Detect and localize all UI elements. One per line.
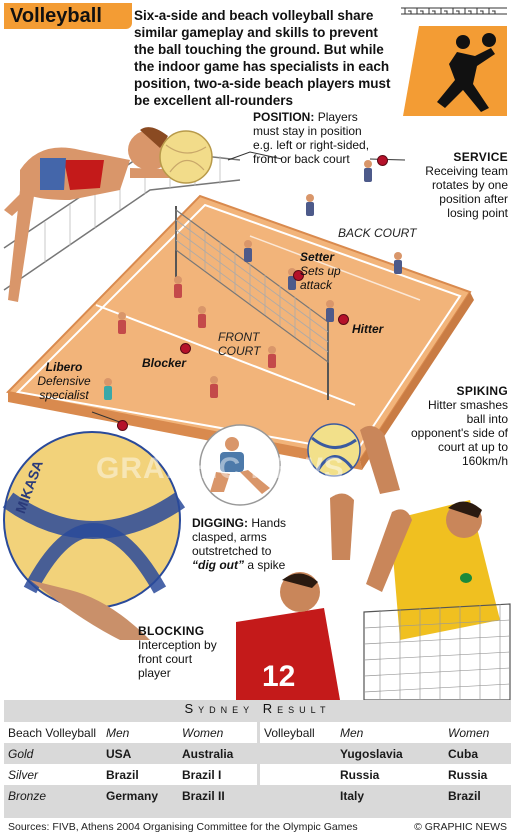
position-callout: POSITION: Players must stay in position … <box>253 110 373 166</box>
sources-text: Sources: FIVB, Athens 2004 Organising Co… <box>8 821 358 833</box>
blocking-heading: BLOCKING <box>138 624 205 638</box>
table-row: Gold USA Australia <box>4 743 257 764</box>
medal-cell: Gold <box>4 743 102 764</box>
blocker-figure <box>236 493 412 700</box>
libero-name: Libero <box>45 360 83 374</box>
indoor-women-header: Women <box>444 722 511 743</box>
blocker-label: Blocker <box>142 356 186 370</box>
table-cell: USA <box>102 743 178 764</box>
table-cell: Australia <box>178 743 257 764</box>
digging-text-1: Hands clasped, arms outstretched to <box>192 516 287 558</box>
table-row: Bronze Germany Brazil II <box>4 785 257 806</box>
beach-results: Beach Volleyball Men Women Gold USA Aust… <box>4 722 257 806</box>
digging-text-2: a spike <box>247 558 286 572</box>
service-callout: SERVICE Receiving team rotates by one po… <box>408 150 508 220</box>
digging-quote: “dig out” <box>192 558 244 572</box>
table-cell: Brazil <box>444 785 511 806</box>
court-players <box>104 160 402 400</box>
position-heading: POSITION: <box>253 110 315 124</box>
libero-marker <box>117 420 128 431</box>
blocking-text: Interception by front court player <box>138 638 217 680</box>
table-row: Beach Volleyball Men Women <box>4 722 257 743</box>
beach-women-header: Women <box>178 722 257 743</box>
libero-label: Libero Defensive specialist <box>24 360 104 402</box>
blocker-marker <box>180 343 191 354</box>
setter-name: Setter <box>300 250 335 264</box>
table-cell: Brazil <box>102 764 178 785</box>
hitter-name: Hitter <box>352 322 384 336</box>
page-title: Volleyball <box>10 5 102 27</box>
title-banner: Volleyball <box>4 3 132 29</box>
beach-player-figure <box>4 127 200 302</box>
service-heading: SERVICE <box>453 150 508 164</box>
table-cell: Brazil I <box>178 764 257 785</box>
digging-heading: DIGGING: <box>192 516 248 530</box>
table-cell: Russia <box>444 764 511 785</box>
blocker-name: Blocker <box>142 356 187 370</box>
setter-label: Setter Sets up attack <box>300 250 360 292</box>
indoor-men-header: Men <box>336 722 444 743</box>
table-row: Italy Brazil <box>260 785 511 806</box>
spiking-heading: SPIKING <box>456 384 508 398</box>
setter-desc: Sets up attack <box>300 264 341 292</box>
indoor-results: Volleyball Men Women Yugoslavia Cuba Rus… <box>260 722 511 806</box>
credit-text: © GRAPHIC NEWS <box>414 821 507 833</box>
table-cell: Russia <box>336 764 444 785</box>
table-row: Silver Brazil Brazil I <box>4 764 257 785</box>
result-heading: Sydney Result <box>184 701 331 716</box>
table-cell: Cuba <box>444 743 511 764</box>
digging-callout: DIGGING: Hands clasped, arms outstretche… <box>192 516 297 572</box>
beach-men-header: Men <box>102 722 178 743</box>
sydney-result-table: Sydney Result Beach Volleyball Men Women… <box>4 700 511 818</box>
net <box>175 206 329 400</box>
libero-desc: Defensive specialist <box>37 374 91 402</box>
table-cell: Brazil II <box>178 785 257 806</box>
table-row: Yugoslavia Cuba <box>260 743 511 764</box>
intro-text: Six-a-side and beach volleyball share si… <box>134 8 391 108</box>
spiker-figure <box>360 425 500 640</box>
back-court-label: BACK COURT <box>338 226 417 240</box>
beach-label: Beach Volleyball <box>4 722 102 743</box>
medal-cell: Bronze <box>4 785 102 806</box>
court-illustration <box>2 127 511 700</box>
indoor-label: Volleyball <box>260 722 336 743</box>
position-text: Players must stay in position e.g. left … <box>253 110 370 166</box>
service-marker <box>377 155 388 166</box>
jersey-number: 12 <box>262 660 296 693</box>
beach-ball <box>159 130 213 184</box>
service-text: Receiving team rotates by one position a… <box>425 164 508 220</box>
table-cell: Italy <box>336 785 444 806</box>
table-cell: Yugoslavia <box>336 743 444 764</box>
watermark: GRAPHIC NEWS <box>96 452 345 485</box>
hitter-marker <box>338 314 349 325</box>
spiking-callout: SPIKING Hitter smashes ball into opponen… <box>408 384 508 468</box>
front-court-label: FRONT COURT <box>218 330 261 358</box>
table-row: Russia Russia <box>260 764 511 785</box>
setter-marker <box>293 270 304 281</box>
olympic-pictogram-icon <box>397 4 511 120</box>
table-row: Volleyball Men Women <box>260 722 511 743</box>
medal-cell: Silver <box>4 764 102 785</box>
spiking-text: Hitter smashes ball into opponent's side… <box>410 398 508 468</box>
hitter-label: Hitter <box>352 322 383 336</box>
blocking-callout: BLOCKING Interception by front court pla… <box>138 624 228 680</box>
table-cell: Germany <box>102 785 178 806</box>
